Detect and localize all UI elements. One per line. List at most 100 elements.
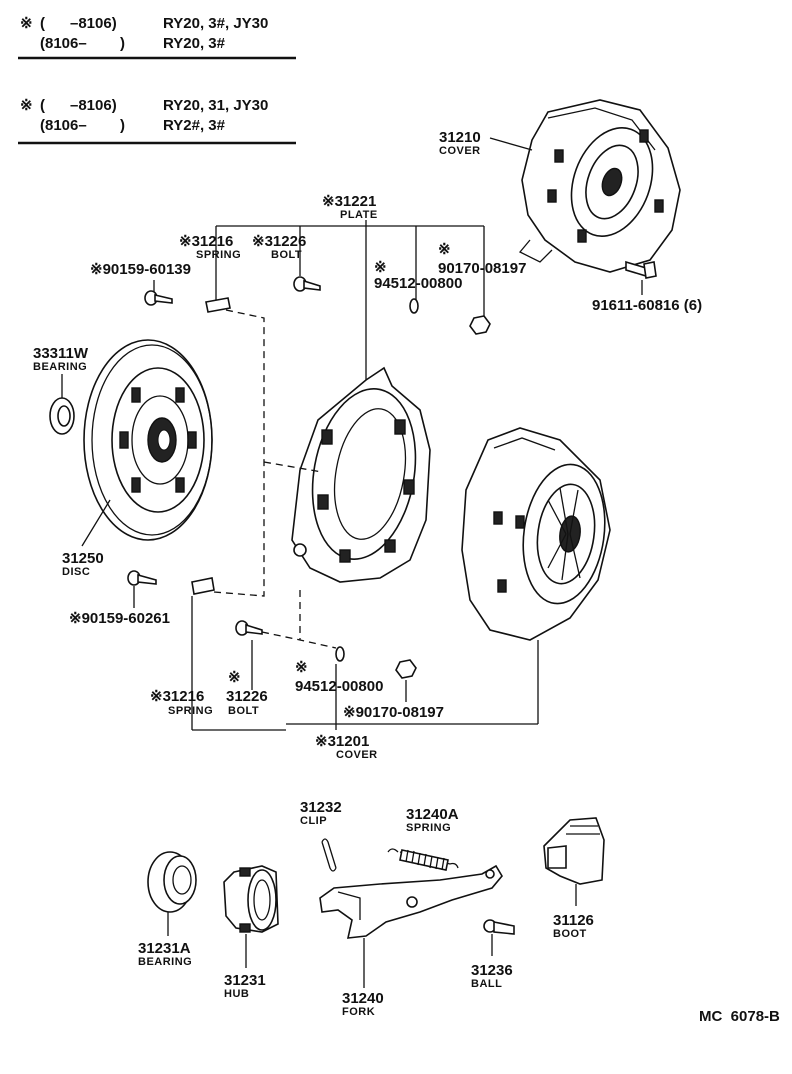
svg-text:※: ※: [228, 669, 241, 686]
nut-90170-bottom-drawing: [395, 659, 417, 679]
clutch-cover-large-drawing: [461, 427, 611, 641]
part-label-31250: 31250 DISC: [62, 499, 111, 578]
svg-text:PLATE: PLATE: [340, 209, 378, 221]
part-label-90170-top: ※ 90170-08197: [438, 241, 526, 277]
spring-31216-bottom-drawing: [191, 577, 215, 595]
svg-text:31210: 31210: [439, 129, 481, 146]
svg-text:※31221: ※31221: [322, 193, 376, 210]
clip-drawing: [321, 838, 337, 872]
part-label-31232: 31232 CLIP: [300, 799, 342, 827]
svg-text:31236: 31236: [471, 962, 513, 979]
note-range: ( –8106): [40, 97, 117, 114]
part-label-31226-bottom: ※ 31226 BOLT: [226, 669, 268, 717]
part-label-31216-bottom: ※31216 SPRING: [150, 688, 213, 717]
svg-text:31231A: 31231A: [138, 940, 191, 957]
release-hub-drawing: [223, 865, 279, 933]
note-models: RY20, 31, JY30: [163, 97, 268, 114]
spring-31216-top-drawing: [205, 297, 231, 313]
bolt-31226-top-drawing: [293, 276, 321, 292]
svg-text:※31226: ※31226: [252, 233, 306, 250]
part-label-31221: ※31221 PLATE: [215, 193, 485, 380]
fork-boot-drawing: [543, 817, 605, 885]
svg-text:33311W: 33311W: [33, 345, 89, 362]
svg-text:※90170-08197: ※90170-08197: [343, 704, 444, 721]
svg-text:FORK: FORK: [342, 1006, 375, 1018]
part-label-31216-top: ※31216 SPRING: [179, 233, 241, 261]
return-spring-drawing: [387, 848, 459, 871]
svg-text:※31216: ※31216: [150, 688, 204, 705]
svg-text:※31201: ※31201: [315, 733, 369, 750]
clutch-cover-small-drawing: [518, 99, 681, 273]
part-label-90159-60261: ※90159-60261: [69, 586, 170, 627]
dashed-leader: [261, 631, 337, 649]
pilot-bearing-drawing: [49, 397, 75, 435]
svg-text:BEARING: BEARING: [33, 361, 87, 373]
svg-text:HUB: HUB: [224, 988, 249, 1000]
part-label-31210: 31210 COVER: [439, 129, 533, 157]
svg-text:SPRING: SPRING: [196, 249, 241, 261]
part-label-33311w: 33311W BEARING: [33, 345, 89, 400]
part-label-90170-bottom: ※90170-08197: [343, 704, 444, 721]
svg-text:BALL: BALL: [471, 978, 502, 990]
part-label-31231: 31231 HUB: [224, 934, 266, 1000]
pivot-ball-drawing: [483, 919, 515, 935]
svg-text:SPRING: SPRING: [168, 705, 213, 717]
part-label-91611: 91611-60816 (6): [592, 280, 702, 314]
svg-text:BOLT: BOLT: [228, 705, 259, 717]
svg-text:31226: 31226: [226, 688, 268, 705]
part-label-90159-60139: ※90159-60139: [90, 261, 191, 292]
svg-text:31240A: 31240A: [406, 806, 459, 823]
note-models: RY2#, 3#: [163, 117, 226, 134]
screw-90159-60139-drawing: [144, 290, 173, 306]
note-range: (8106– ): [40, 35, 125, 52]
clutch-disc-drawing: [83, 339, 213, 541]
part-label-31236: 31236 BALL: [471, 934, 513, 990]
note-mark: ※: [20, 15, 33, 32]
part-label-31201: ※31201 COVER: [191, 596, 539, 761]
pressure-plate-drawing: [291, 366, 431, 583]
svg-text:DISC: DISC: [62, 566, 90, 578]
svg-text:31231: 31231: [224, 972, 266, 989]
svg-text:COVER: COVER: [439, 145, 481, 157]
svg-text:90170-08197: 90170-08197: [438, 260, 526, 277]
applicability-note-2: ※ ( –8106) RY20, 31, JY30 (8106– ) RY2#,…: [18, 97, 296, 145]
svg-text:※31216: ※31216: [179, 233, 233, 250]
svg-text:※90159-60261: ※90159-60261: [69, 610, 170, 627]
note-models: RY20, 3#: [163, 35, 226, 52]
release-bearing-drawing: [147, 851, 197, 913]
applicability-note-1: ※ ( –8106) RY20, 3#, JY30 (8106– ) RY20,…: [18, 15, 296, 60]
svg-text:※: ※: [295, 659, 308, 676]
bolt-31226-bottom-drawing: [235, 620, 263, 636]
note-range: (8106– ): [40, 117, 125, 134]
note-range: ( –8106): [40, 15, 117, 32]
svg-text:※: ※: [374, 259, 387, 276]
dashed-leader: [213, 309, 265, 597]
washer-94512-bottom-drawing: [335, 646, 345, 662]
svg-text:※: ※: [438, 241, 451, 258]
part-label-31231a: 31231A BEARING: [138, 912, 192, 968]
bolt-91611-drawing: [625, 260, 657, 279]
diagram-code: MC 6078-B: [699, 1008, 780, 1025]
part-label-31240a: 31240A SPRING: [406, 806, 459, 834]
note-mark: ※: [20, 97, 33, 114]
part-label-94512-top: ※ 94512-00800: [374, 259, 462, 292]
svg-text:31240: 31240: [342, 990, 384, 1007]
washer-94512-top-drawing: [409, 298, 419, 314]
svg-text:31232: 31232: [300, 799, 342, 816]
nut-90170-top-drawing: [469, 315, 491, 335]
release-fork-drawing: [319, 864, 503, 939]
svg-text:SPRING: SPRING: [406, 822, 451, 834]
svg-text:94512-00800: 94512-00800: [374, 275, 462, 292]
svg-text:31250: 31250: [62, 550, 104, 567]
svg-text:94512-00800: 94512-00800: [295, 678, 383, 695]
svg-text:31126: 31126: [553, 912, 594, 929]
dashed-leader: [263, 461, 323, 473]
part-label-31240: 31240 FORK: [342, 938, 384, 1018]
part-label-31126: 31126 BOOT: [553, 884, 594, 940]
svg-text:BOLT: BOLT: [271, 249, 302, 261]
note-models: RY20, 3#, JY30: [163, 15, 268, 32]
part-label-94512-bottom: ※ 94512-00800: [295, 659, 383, 695]
svg-text:BEARING: BEARING: [138, 956, 192, 968]
